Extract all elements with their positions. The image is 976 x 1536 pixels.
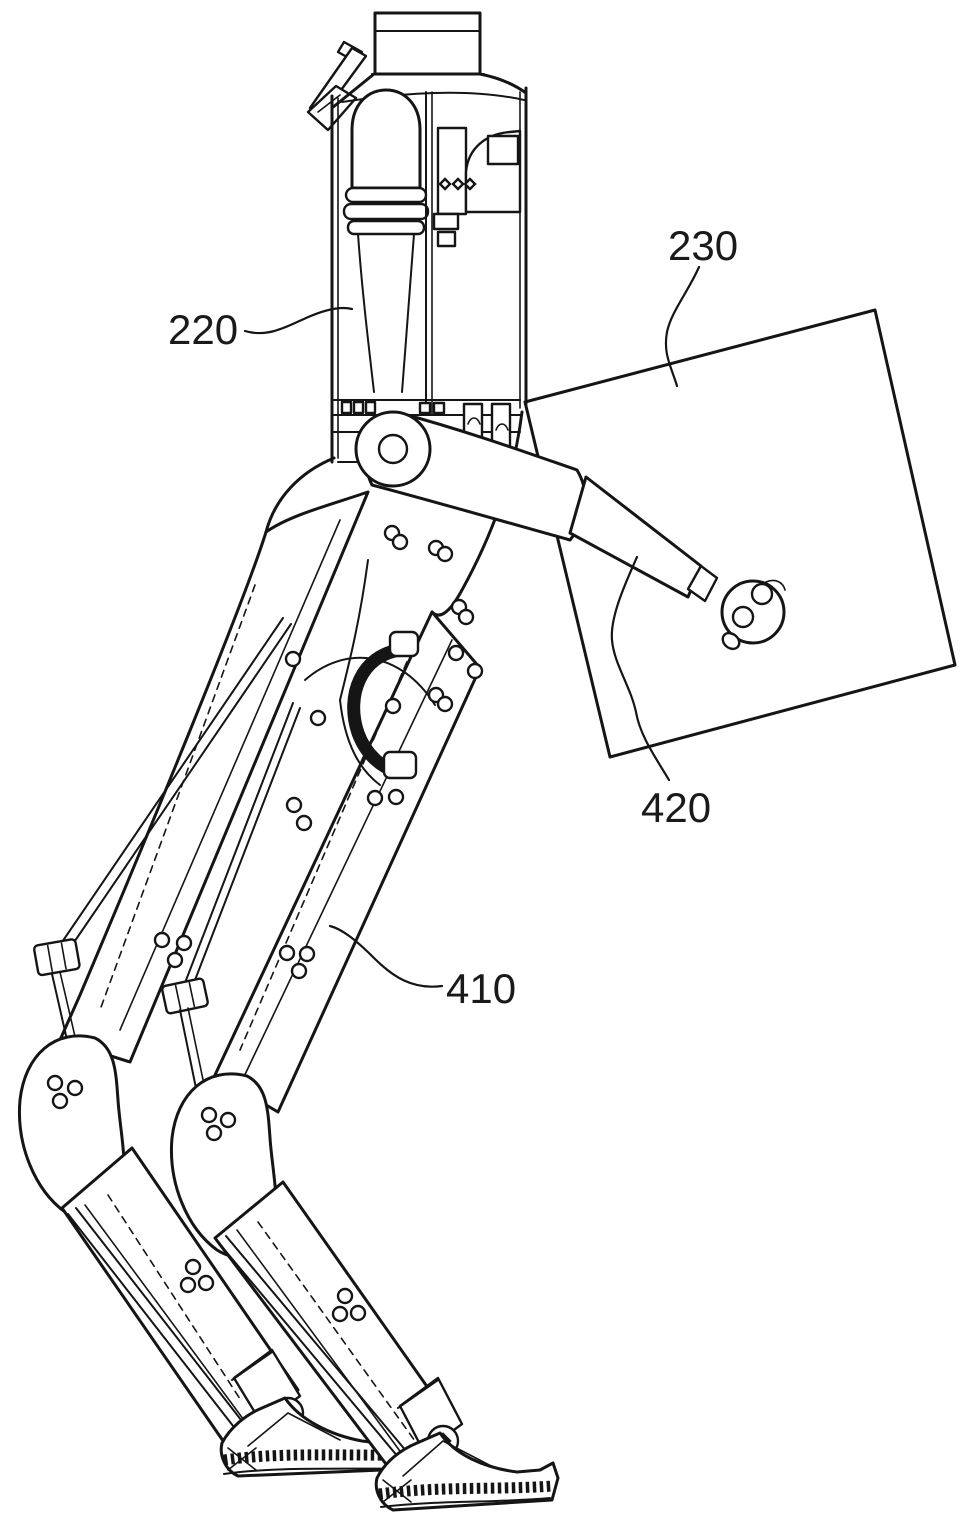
- near-thigh: [58, 490, 370, 1064]
- thigh-actuators: [32, 617, 316, 1099]
- label-420: 420: [641, 784, 711, 831]
- shoulder-hub-hole: [377, 433, 409, 465]
- far-lower-leg: [169, 1072, 560, 1512]
- robot-torso: [306, 11, 528, 464]
- robot-arm: [354, 410, 786, 651]
- forearm-link: [568, 475, 703, 599]
- leader-220: [243, 306, 354, 335]
- leader-230: [664, 265, 701, 388]
- far-knuckle-block: [161, 977, 209, 1015]
- reference-labels: 220 230 410 420: [168, 222, 738, 1012]
- leader-420: [610, 555, 671, 782]
- dome-cylinder: [350, 88, 422, 190]
- near-lower-leg: [17, 1034, 435, 1478]
- label-410: 410: [446, 965, 516, 1012]
- near-knuckle-block: [32, 938, 81, 977]
- reference-leaders: [243, 265, 701, 988]
- head-box: [373, 11, 482, 76]
- wrist-band: [686, 564, 719, 603]
- panel-230: [523, 308, 957, 759]
- label-230: 230: [668, 222, 738, 269]
- hip-handle: [347, 643, 407, 779]
- leader-410: [328, 924, 444, 988]
- label-220: 220: [168, 306, 238, 353]
- far-thigh: [213, 610, 482, 1114]
